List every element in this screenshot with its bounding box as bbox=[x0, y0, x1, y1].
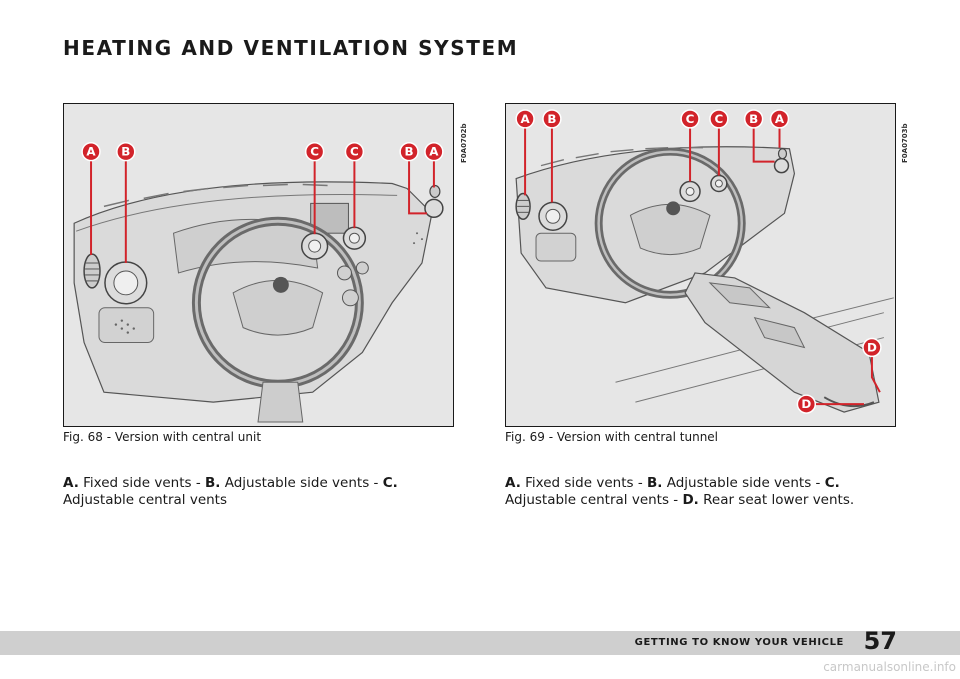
legend-letter: D. bbox=[682, 492, 699, 508]
legend-text: Adjustable central vents bbox=[63, 492, 228, 508]
svg-text:A: A bbox=[775, 112, 785, 126]
svg-text:D: D bbox=[867, 340, 877, 354]
legend-text: Fixed side vents - bbox=[83, 475, 205, 491]
svg-text:C: C bbox=[310, 145, 319, 159]
marker-d-upper: D bbox=[862, 337, 882, 358]
marker-a-left: A bbox=[515, 109, 535, 129]
dashboard-illustration: A B C C B A bbox=[73, 142, 444, 423]
svg-text:B: B bbox=[405, 145, 414, 159]
svg-text:A: A bbox=[520, 112, 530, 126]
legend-text: Adjustable side vents - bbox=[666, 475, 825, 491]
marker-c-right: C bbox=[709, 109, 729, 129]
watermark: carmanualsonline.info bbox=[823, 660, 956, 674]
marker-c-right: C bbox=[344, 142, 365, 162]
svg-text:C: C bbox=[686, 112, 695, 126]
marker-a-left: A bbox=[81, 142, 101, 162]
footer-section-title: GETTING TO KNOW YOUR VEHICLE bbox=[634, 637, 844, 648]
legend-letter: A. bbox=[63, 475, 79, 491]
marker-c-left: C bbox=[680, 109, 700, 129]
svg-text:D: D bbox=[801, 397, 811, 411]
legend-letter: B. bbox=[204, 475, 221, 491]
legend-text: Rear seat lower vents. bbox=[703, 492, 855, 508]
dashboard-tunnel-illustration: A B C C B A D D bbox=[515, 109, 894, 414]
svg-text:C: C bbox=[350, 145, 359, 159]
figure-69-legend: A. Fixed side vents - B. Adjustable side… bbox=[505, 475, 905, 509]
svg-text:B: B bbox=[749, 112, 758, 126]
marker-a-right: A bbox=[424, 142, 444, 162]
svg-text:A: A bbox=[86, 145, 96, 159]
svg-text:C: C bbox=[715, 112, 724, 126]
legend-letter: B. bbox=[646, 475, 663, 491]
marker-a-right: A bbox=[769, 109, 790, 129]
figure-68-dashboard-central-unit: A B C C B A bbox=[63, 103, 454, 427]
svg-text:A: A bbox=[429, 145, 439, 159]
legend-text: Adjustable central vents - bbox=[505, 492, 683, 508]
legend-letter: A. bbox=[505, 475, 521, 491]
figure-69-dashboard-central-tunnel: A B C C B A D D bbox=[505, 103, 896, 427]
marker-b-right: B bbox=[399, 142, 419, 162]
svg-text:B: B bbox=[547, 112, 556, 126]
legend-letter: C. bbox=[382, 475, 398, 491]
marker-c-left: C bbox=[304, 142, 325, 162]
marker-b-left: B bbox=[116, 142, 136, 162]
figure-code: F0A0703b bbox=[901, 123, 909, 163]
legend-text: Fixed side vents - bbox=[525, 475, 647, 491]
figure-code: F0A0702b bbox=[460, 123, 468, 163]
footer-band bbox=[0, 631, 960, 655]
marker-b-right: B bbox=[743, 109, 764, 129]
legend-letter: C. bbox=[824, 475, 840, 491]
page-title: HEATING AND VENTILATION SYSTEM bbox=[63, 36, 519, 60]
figure-68-legend: A. Fixed side vents - B. Adjustable side… bbox=[63, 475, 463, 509]
figure-caption: Fig. 69 - Version with central tunnel bbox=[505, 430, 719, 444]
svg-text:B: B bbox=[121, 145, 130, 159]
marker-d-lower: D bbox=[796, 394, 817, 414]
marker-b-left: B bbox=[542, 109, 562, 129]
page-number: 57 bbox=[863, 627, 897, 655]
legend-text: Adjustable side vents - bbox=[224, 475, 383, 491]
figure-caption: Fig. 68 - Version with central unit bbox=[63, 430, 262, 444]
